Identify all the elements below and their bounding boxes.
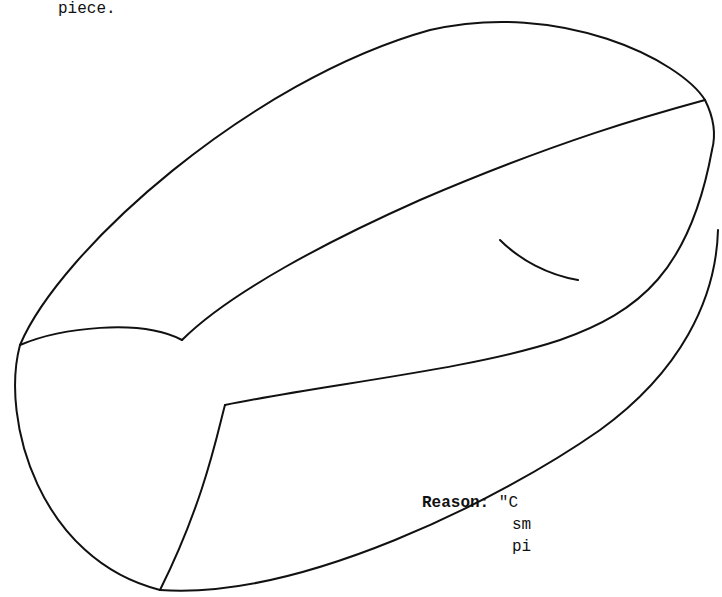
reason-note: pi	[512, 538, 531, 556]
upper-band-inner-edge	[182, 100, 705, 340]
outer-bottom-edge	[160, 230, 718, 591]
text-fragment: piece.	[58, 0, 116, 18]
reason-note: Reason: "C	[422, 494, 518, 512]
end-face-outline	[15, 345, 160, 590]
end-face-top-arc	[20, 327, 182, 345]
right-end-edge	[705, 100, 714, 150]
end-face-inner-edge	[160, 405, 225, 590]
reason-note: sm	[512, 516, 531, 534]
outer-top-edge	[20, 22, 705, 345]
lower-band-upper-edge	[225, 150, 712, 405]
inner-rim-arc	[500, 240, 578, 280]
